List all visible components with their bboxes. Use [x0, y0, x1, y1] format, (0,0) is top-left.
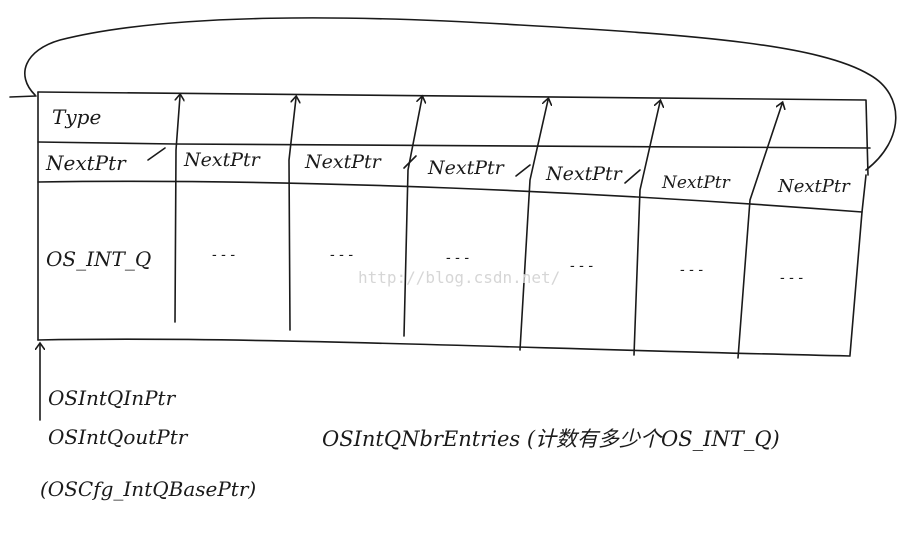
ellipsis-6: - - - — [780, 270, 803, 286]
nextptr-tick-3 — [403, 155, 417, 169]
nextptr-tick-4 — [515, 164, 531, 177]
column-arrow-5 — [633, 102, 660, 356]
nextptr-label-7: NextPtr — [777, 176, 851, 197]
wraparound-arc — [24, 17, 897, 171]
out-ptr-label: OSIntQoutPtr — [48, 425, 189, 449]
ellipsis-2: - - - — [330, 247, 353, 263]
type-row-divider — [37, 141, 871, 149]
ellipsis-3: - - - — [446, 250, 469, 266]
nextptr-label-1: NextPtr — [45, 151, 127, 175]
table-bottom-border — [37, 338, 851, 357]
column-arrow-1 — [174, 96, 180, 323]
column-arrow-6 — [737, 104, 782, 359]
count-label: OSIntQNbrEntries (计数有多少个OS_INT_Q) — [322, 427, 780, 451]
nextptr-row-divider — [37, 180, 863, 213]
nextptr-tick-1 — [147, 147, 166, 161]
nextptr-label-2: NextPtr — [183, 149, 262, 171]
nextptr-label-3: NextPtr — [304, 151, 383, 173]
column-arrow-2 — [288, 98, 296, 331]
table-top-border — [37, 91, 869, 176]
os-int-q-label: OS_INT_Q — [46, 247, 151, 271]
nextptr-tick-5 — [624, 169, 641, 184]
nextptr-label-4: NextPtr — [427, 157, 506, 179]
ellipsis-1: - - - — [212, 247, 235, 263]
wraparound-arrow-tip — [9, 95, 37, 98]
column-arrow-4 — [519, 100, 548, 351]
type-label: Type — [52, 105, 101, 129]
ellipsis-4: - - - — [570, 258, 593, 274]
nextptr-label-5: NextPtr — [545, 163, 624, 185]
column-arrow-3 — [403, 98, 422, 337]
watermark: http://blog.csdn.net/ — [358, 268, 560, 287]
ellipsis-5: - - - — [680, 262, 703, 278]
table-right-border — [849, 174, 867, 356]
nextptr-label-6: NextPtr — [661, 173, 731, 193]
base-ptr-label: (OSCfg_IntQBasePtr) — [40, 477, 256, 501]
in-ptr-label: OSIntQInPtr — [48, 386, 177, 410]
